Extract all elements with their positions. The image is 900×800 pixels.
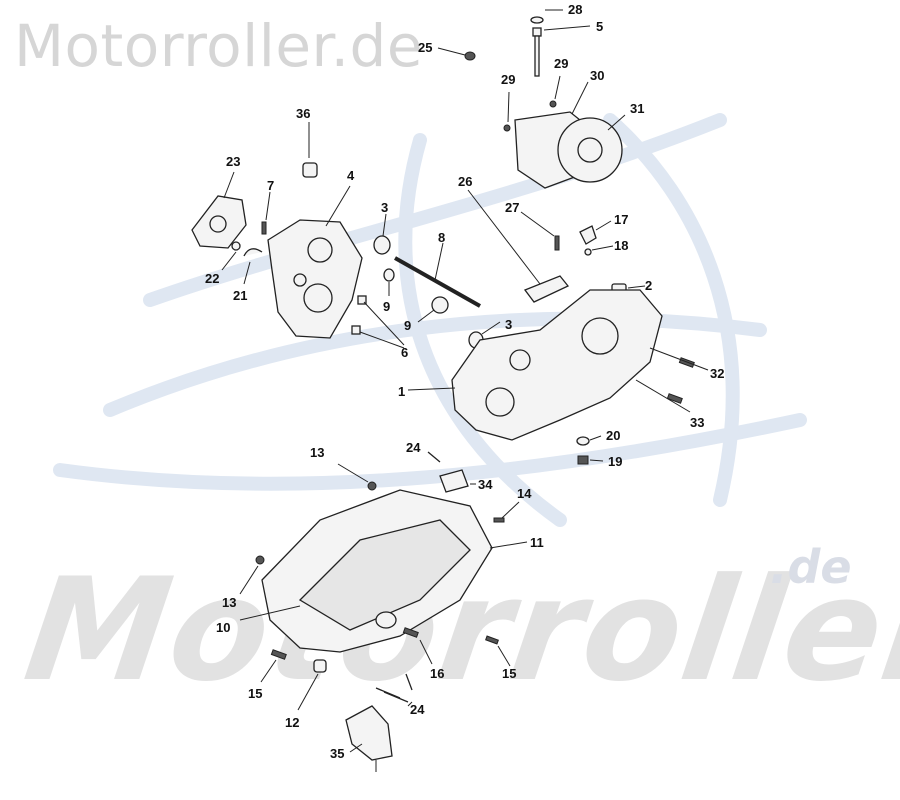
watermark-suffix: .de xyxy=(770,540,852,594)
callout-1: 1 xyxy=(398,384,405,399)
watermark-top: Motorroller.de xyxy=(14,12,424,80)
callout-36: 36 xyxy=(296,106,310,121)
part-gasket xyxy=(191,171,247,249)
part-left-crankcase xyxy=(221,185,363,339)
callout-34: 34 xyxy=(478,477,493,492)
callout-14: 14 xyxy=(517,486,532,501)
callout-2: 2 xyxy=(645,278,652,293)
callout-20: 20 xyxy=(606,428,620,443)
callout-32: 32 xyxy=(710,366,724,381)
callout-28: 28 xyxy=(568,2,582,17)
callout-24: 24 xyxy=(406,440,421,455)
callout-21: 21 xyxy=(233,288,247,303)
callout-25: 25 xyxy=(418,40,432,55)
callout-12: 12 xyxy=(285,715,299,730)
callout-15: 15 xyxy=(502,666,516,681)
part-clip-block xyxy=(427,451,476,493)
part-bolts-right xyxy=(635,347,709,413)
callout-11: 11 xyxy=(530,535,544,550)
part-drain-bolt xyxy=(576,435,604,465)
callout-33: 33 xyxy=(690,415,704,430)
part-right-crankcase xyxy=(407,289,663,441)
logo-watermark-swooshes xyxy=(53,113,807,527)
callout-4: 4 xyxy=(347,168,355,183)
part-oil-pump-cover xyxy=(503,75,626,189)
callout-8: 8 xyxy=(438,230,445,245)
callout-13: 13 xyxy=(222,595,236,610)
callout-29: 29 xyxy=(554,56,568,71)
callout-19: 19 xyxy=(608,454,622,469)
callout-23: 23 xyxy=(226,154,240,169)
part-dipstick xyxy=(530,9,591,77)
callout-26: 26 xyxy=(458,174,472,189)
callout-3: 3 xyxy=(381,200,388,215)
part-pins-lower xyxy=(375,673,413,707)
callout-16: 16 xyxy=(430,666,444,681)
callout-7: 7 xyxy=(267,178,274,193)
callout-17: 17 xyxy=(614,212,628,227)
callout-31: 31 xyxy=(630,101,644,116)
part-nut xyxy=(437,47,476,61)
callout-3: 3 xyxy=(505,317,512,332)
part-cover-screws xyxy=(260,627,511,711)
part-dowels xyxy=(351,295,405,349)
part-lever-cover xyxy=(345,705,393,772)
part-bracket xyxy=(467,189,570,303)
callout-18: 18 xyxy=(614,238,628,253)
callout-10: 10 xyxy=(216,620,230,635)
part-crankcase-cover xyxy=(239,463,528,653)
callout-15: 15 xyxy=(248,686,262,701)
callout-9: 9 xyxy=(383,299,390,314)
callout-27: 27 xyxy=(505,200,519,215)
callout-5: 5 xyxy=(596,19,603,34)
part-plug xyxy=(579,220,614,256)
callout-29: 29 xyxy=(501,72,515,87)
callout-24: 24 xyxy=(410,702,425,717)
callout-13: 13 xyxy=(310,445,324,460)
callout-22: 22 xyxy=(205,271,219,286)
part-bushing xyxy=(302,122,318,178)
callout-9: 9 xyxy=(404,318,411,333)
callout-35: 35 xyxy=(330,746,344,761)
callout-30: 30 xyxy=(590,68,604,83)
callout-6: 6 xyxy=(401,345,408,360)
